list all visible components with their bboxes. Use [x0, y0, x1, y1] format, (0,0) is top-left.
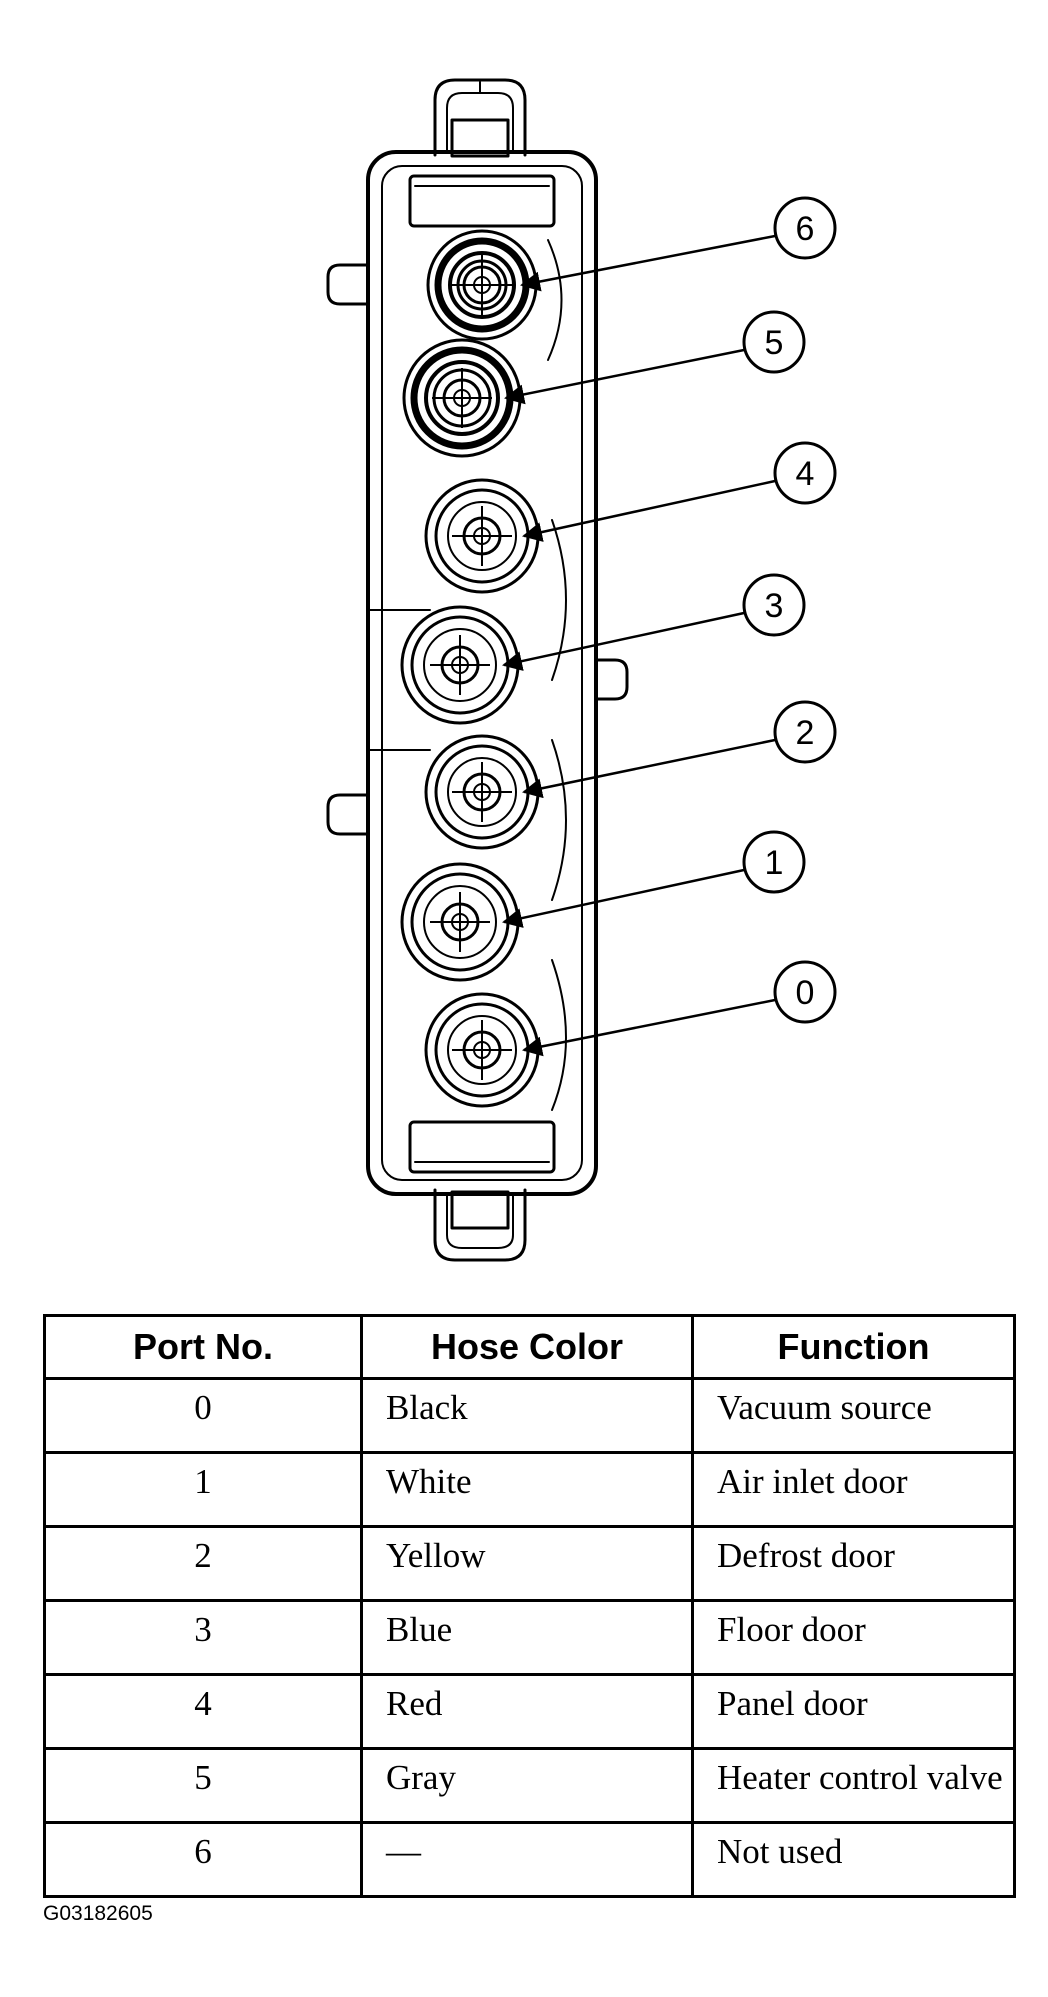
cell-function: Not used	[691, 1821, 1016, 1898]
vacuum-connector-diagram: 6 5 4 3 2 1 0	[326, 78, 837, 1262]
port-2	[424, 734, 540, 850]
callout-circle	[773, 196, 837, 260]
callout-circle	[773, 700, 837, 764]
cell-hose-color: Blue	[360, 1599, 694, 1676]
top-latch	[433, 78, 527, 158]
callout-5: 5	[504, 310, 806, 405]
port-1	[400, 862, 520, 982]
port-5	[402, 338, 522, 458]
cell-hose-color: Gray	[360, 1747, 694, 1824]
callout-leader	[522, 738, 776, 799]
callout-leader	[522, 998, 776, 1057]
port-callouts: 6 5 4 3 2 1 0	[502, 196, 837, 1057]
callout-label: 6	[796, 210, 815, 248]
port-6	[426, 229, 538, 341]
callout-label: 4	[796, 455, 815, 493]
connector-housing	[326, 150, 629, 1196]
callout-circle	[773, 441, 837, 505]
table-header-row: Port No. Hose Color Function	[43, 1314, 1016, 1380]
callout-circle	[773, 960, 837, 1024]
cell-hose-color: Yellow	[360, 1525, 694, 1602]
cell-function: Heater control valve	[691, 1747, 1016, 1824]
cell-hose-color: White	[360, 1451, 694, 1528]
callout-1: 1	[502, 830, 806, 928]
callout-circle	[742, 573, 806, 637]
port-3	[400, 605, 520, 725]
callout-leader	[522, 479, 776, 542]
callout-2: 2	[522, 700, 837, 799]
callout-leader	[520, 234, 776, 292]
table-row: 6—Not used	[43, 1821, 1016, 1898]
port-4	[424, 478, 540, 594]
figure-code: G03182605	[43, 1902, 153, 1925]
callout-label: 3	[765, 587, 784, 625]
cell-function: Floor door	[691, 1599, 1016, 1676]
header-hose-color: Hose Color	[360, 1314, 694, 1380]
cell-function: Vacuum source	[691, 1377, 1016, 1454]
cell-port-no: 1	[43, 1451, 363, 1528]
cell-function: Defrost door	[691, 1525, 1016, 1602]
callout-label: 2	[796, 714, 815, 752]
callout-leader	[504, 348, 745, 405]
header-port-no: Port No.	[43, 1314, 363, 1380]
cell-port-no: 3	[43, 1599, 363, 1676]
callout-label: 5	[765, 324, 784, 362]
cell-port-no: 4	[43, 1673, 363, 1750]
port-0	[424, 992, 540, 1108]
cell-hose-color: Red	[360, 1673, 694, 1750]
callout-leader	[502, 868, 745, 928]
cell-hose-color: Black	[360, 1377, 694, 1454]
cell-port-no: 6	[43, 1821, 363, 1898]
callout-leader	[502, 611, 745, 671]
bottom-latch	[433, 1188, 527, 1262]
callout-circle	[742, 310, 806, 374]
header-function: Function	[691, 1314, 1016, 1380]
cell-function: Air inlet door	[691, 1451, 1016, 1528]
callout-circle	[742, 830, 806, 894]
callout-4: 4	[522, 441, 837, 542]
callout-label: 0	[796, 974, 815, 1012]
callout-label: 1	[765, 844, 784, 882]
cell-port-no: 0	[43, 1377, 363, 1454]
cell-function: Panel door	[691, 1673, 1016, 1750]
cell-hose-color: —	[360, 1821, 694, 1898]
cell-port-no: 2	[43, 1525, 363, 1602]
vacuum-ports	[400, 229, 540, 1108]
callout-0: 0	[522, 960, 837, 1057]
callout-6: 6	[520, 196, 837, 292]
cell-port-no: 5	[43, 1747, 363, 1824]
callout-3: 3	[502, 573, 806, 671]
